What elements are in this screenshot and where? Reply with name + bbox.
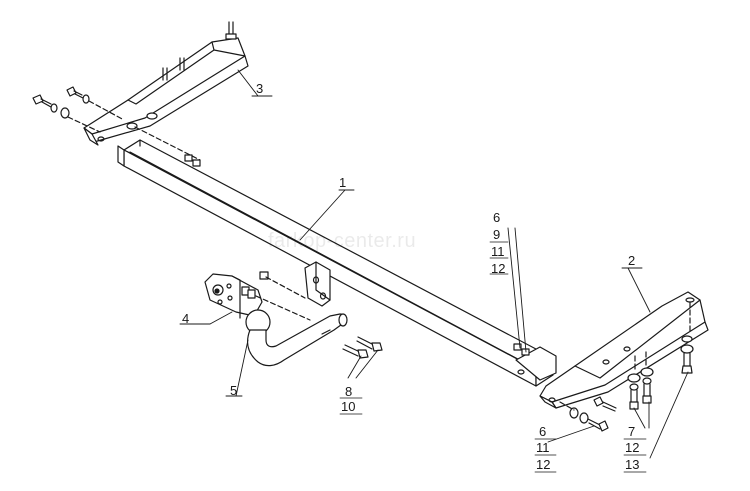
callout-5: 5 [230, 383, 238, 398]
watermark-text: farkop-center.ru [268, 230, 417, 252]
ball-mount-plate [204, 271, 311, 321]
callout-3: 3 [256, 81, 264, 96]
callout-10: 10 [341, 399, 356, 414]
bolt-set-ball-neck [342, 336, 383, 359]
callout-lower-right-13: 13 [625, 457, 640, 472]
label-underlines [339, 241, 647, 473]
callout-lower-left-6: 6 [539, 424, 547, 439]
callout-4: 4 [182, 311, 190, 326]
callout-mid-12: 12 [491, 261, 506, 276]
bolt-set-lower-right [559, 396, 617, 432]
callout-2: 2 [628, 253, 636, 268]
center-mount-plate [304, 261, 331, 307]
bolt-set-right [627, 335, 694, 410]
callout-lower-left-11: 11 [536, 440, 550, 455]
bolt-set-upper-left [32, 86, 201, 161]
right-mounting-bracket [539, 291, 709, 409]
callout-mid-6: 6 [493, 210, 501, 225]
tow-ball-and-neck [245, 309, 348, 367]
callout-lower-right-12: 12 [625, 440, 640, 455]
callout-mid-11: 11 [491, 244, 505, 259]
callout-lower-left-12: 12 [536, 457, 551, 472]
callout-lower-right-7: 7 [628, 424, 636, 439]
callout-1: 1 [339, 175, 347, 190]
main-cross-beam [117, 139, 557, 387]
leader-lines [179, 69, 689, 459]
callout-8: 8 [345, 384, 353, 399]
callout-mid-9: 9 [493, 227, 501, 242]
left-mounting-bracket [83, 21, 249, 146]
